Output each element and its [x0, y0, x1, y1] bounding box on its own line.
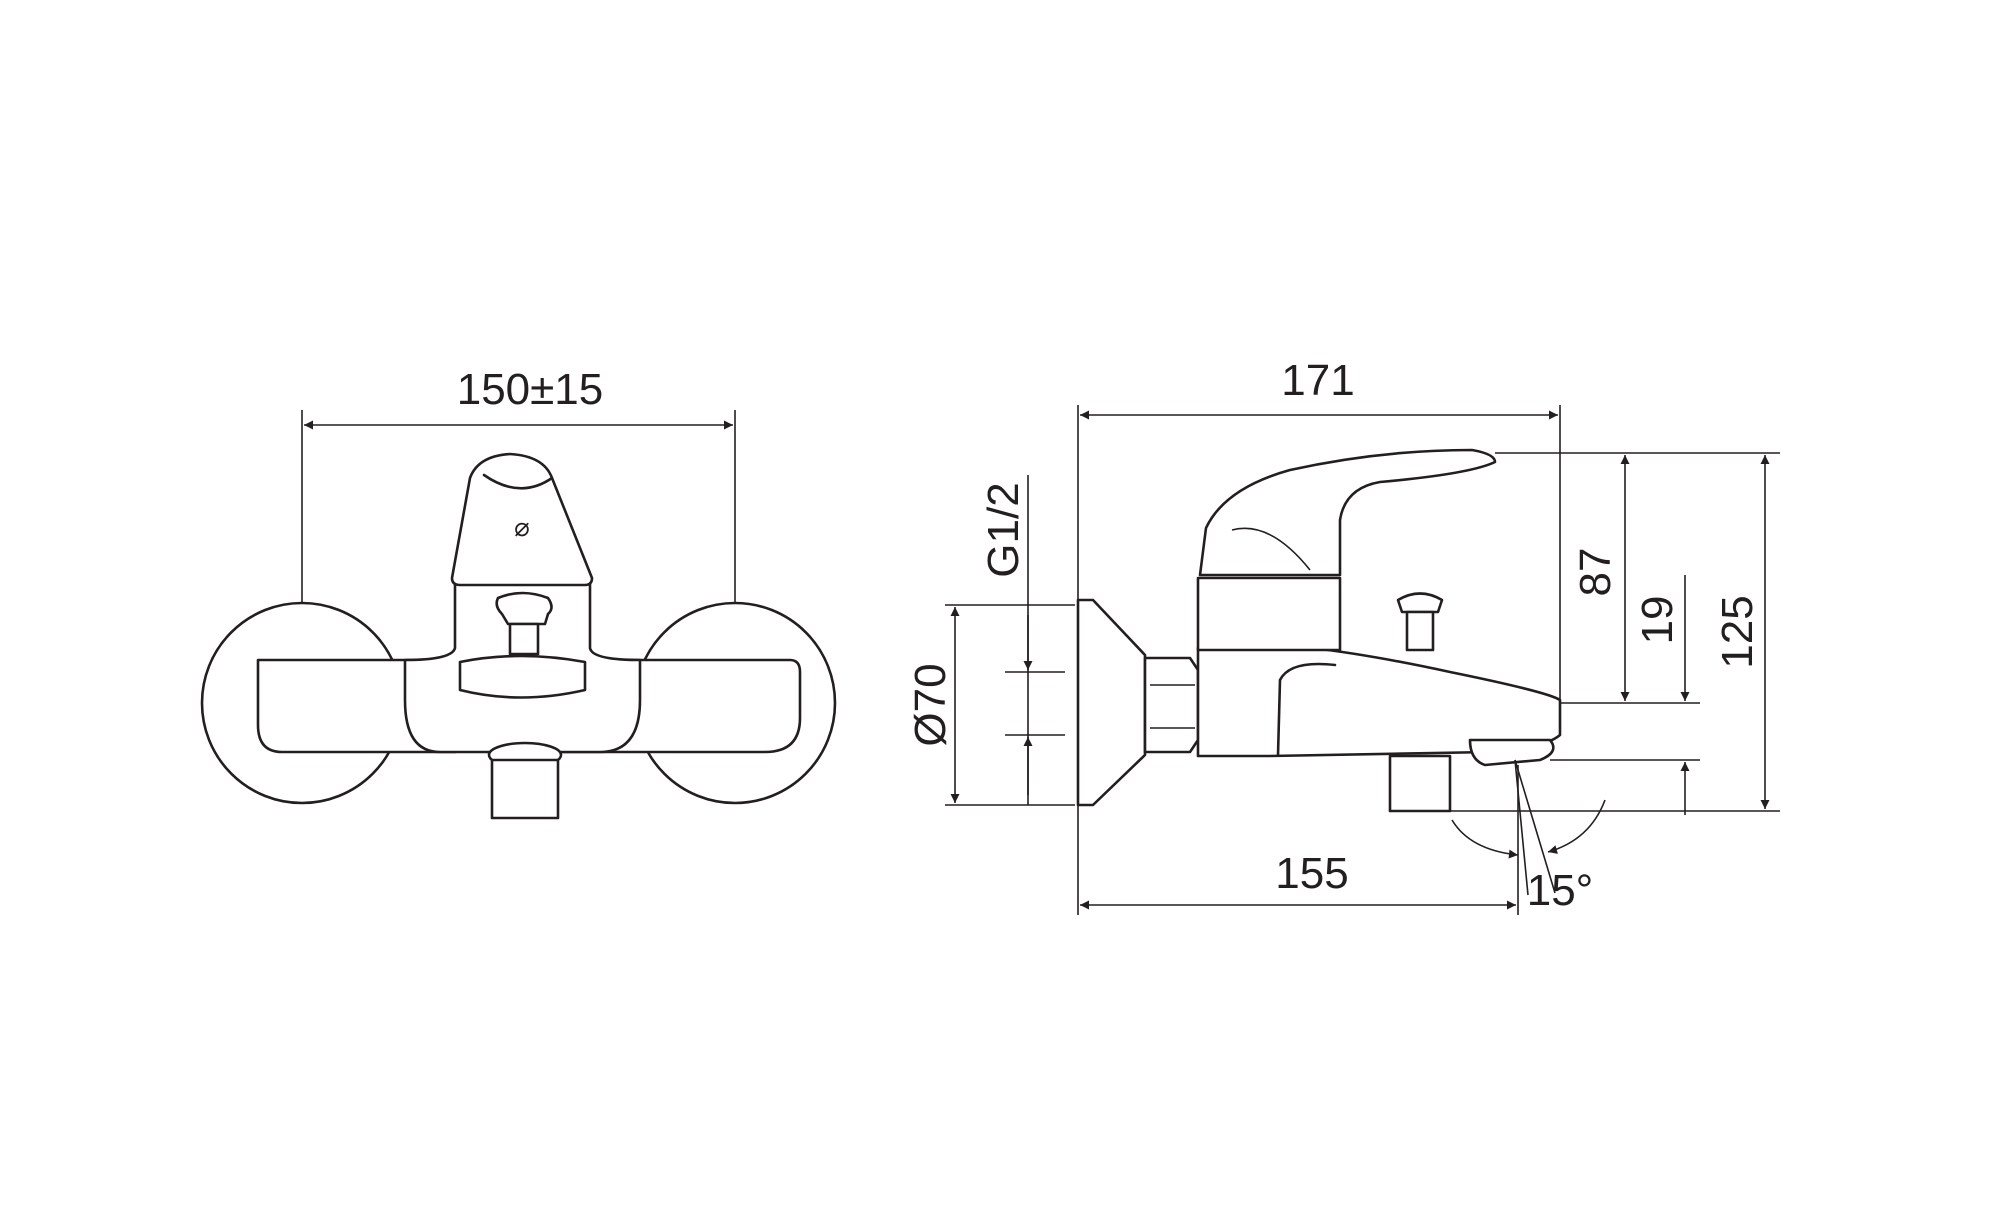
angle-line-vertical: [1514, 759, 1529, 896]
angle-arc-left: [1451, 819, 1519, 859]
front-diverter-stem: [508, 622, 540, 656]
front-outlet: [490, 758, 560, 820]
hex-nut: [1143, 656, 1200, 754]
height-handle-label: 87: [1571, 548, 1620, 597]
side-bottom-outlet: [1388, 754, 1452, 813]
side-handle-column: [1196, 576, 1342, 652]
side-handle-detail: [1231, 527, 1311, 571]
side-flange: [1076, 598, 1147, 807]
outlet-gap-label: 19: [1633, 596, 1682, 645]
side-spout-tip: [1468, 738, 1555, 767]
flange-diameter-label: Ø70: [906, 663, 955, 746]
front-handle-scoop: [482, 473, 554, 490]
total-height-label: 125: [1713, 595, 1762, 668]
front-handle: [450, 452, 594, 587]
thread-label: G1/2: [979, 482, 1028, 577]
side-diverter-stem: [1405, 610, 1435, 652]
side-view: 171 155 Ø70 G1/2 87 19 125: [906, 356, 1780, 915]
side-diverter-knob: [1396, 592, 1444, 614]
side-handle-lever: [1198, 448, 1497, 577]
front-body-contour: [458, 654, 587, 699]
length-label: 171: [1281, 356, 1354, 405]
front-view: ⌀ 150±15: [200, 365, 837, 820]
outlet-length-label: 155: [1275, 849, 1348, 898]
spout-angle-label: 15°: [1527, 866, 1594, 915]
side-body-inlet-curve: [1276, 662, 1337, 757]
width-label: 150±15: [457, 365, 604, 414]
angle-line-tilted: [1514, 759, 1556, 894]
front-diverter-knob: [495, 591, 553, 626]
handle-symbol: ⌀: [514, 512, 530, 542]
angle-arc-right: [1547, 799, 1606, 854]
